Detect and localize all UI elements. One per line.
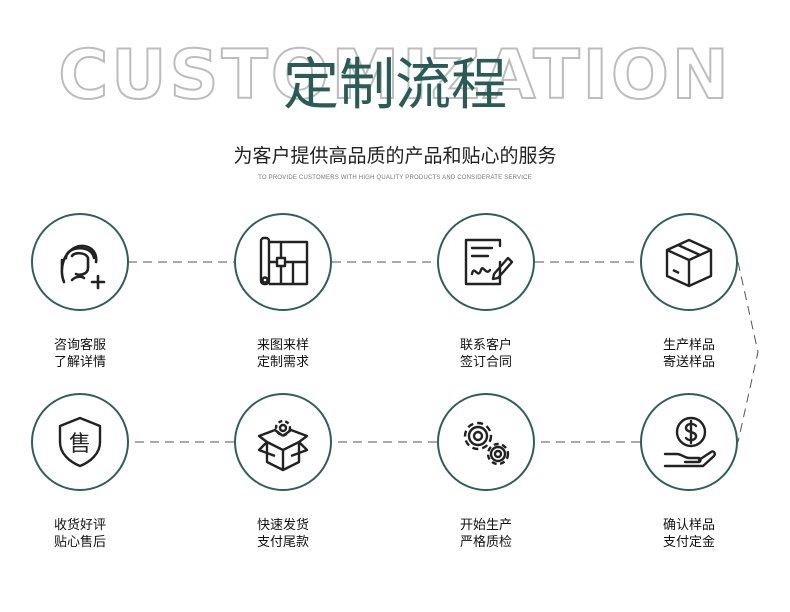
- step-circle: [234, 393, 332, 491]
- step-production: 开始生产 严格质检: [421, 393, 551, 551]
- step-circle: [31, 213, 129, 311]
- page-tagline: TO PROVIDE CUSTOMERS WITH HIGH QUALITY P…: [258, 175, 532, 181]
- step-label: 生产样品 寄送样品: [662, 338, 715, 370]
- contract-sign-icon: [464, 238, 514, 286]
- step-circle: [640, 393, 738, 491]
- step-circle: [437, 213, 535, 311]
- step-shipping: 快速发货 支付尾款: [218, 393, 348, 551]
- page-title: 定制流程: [283, 53, 507, 118]
- step-label: 快速发货 支付尾款: [256, 518, 309, 550]
- step-confirm-sample: 确认样品 支付定金: [624, 393, 754, 551]
- shield-glyph: 售: [69, 432, 91, 457]
- package-box-icon: [665, 238, 713, 288]
- page-subtitle: 为客户提供高品质的产品和贴心的服务: [233, 145, 557, 167]
- step-label: 联系客户 签订合同: [459, 338, 512, 370]
- step-label: 开始生产 严格质检: [459, 518, 512, 550]
- step-label: 收货好评 贴心售后: [53, 518, 106, 550]
- step-circle: 售: [31, 393, 129, 491]
- dollar-hand-icon: [663, 416, 716, 468]
- step-contract: 联系客户 签订合同: [421, 213, 551, 371]
- step-label: 来图来样 定制需求: [256, 338, 309, 370]
- step-sample-drawing: 来图来样 定制需求: [218, 213, 348, 371]
- step-circle: [234, 213, 332, 311]
- background-watermark-word: CUSTOMIZATION: [57, 35, 732, 116]
- gears-icon: [463, 421, 510, 466]
- connector-4-5: [737, 261, 759, 443]
- customer-service-headset-icon: [60, 244, 106, 290]
- blueprint-drawing-icon: [259, 236, 309, 286]
- step-label: 咨询客服 了解详情: [53, 338, 106, 370]
- step-after-sales: 售 收货好评 贴心售后: [15, 393, 145, 551]
- step-consult: 咨询客服 了解详情: [15, 213, 145, 371]
- step-circle: [640, 213, 738, 311]
- open-box-gear-icon: [257, 419, 309, 472]
- sale-shield-icon: 售: [58, 416, 102, 468]
- step-produce-sample: 生产样品 寄送样品: [624, 213, 754, 371]
- step-label: 确认样品 支付定金: [662, 518, 715, 550]
- step-circle: [437, 393, 535, 491]
